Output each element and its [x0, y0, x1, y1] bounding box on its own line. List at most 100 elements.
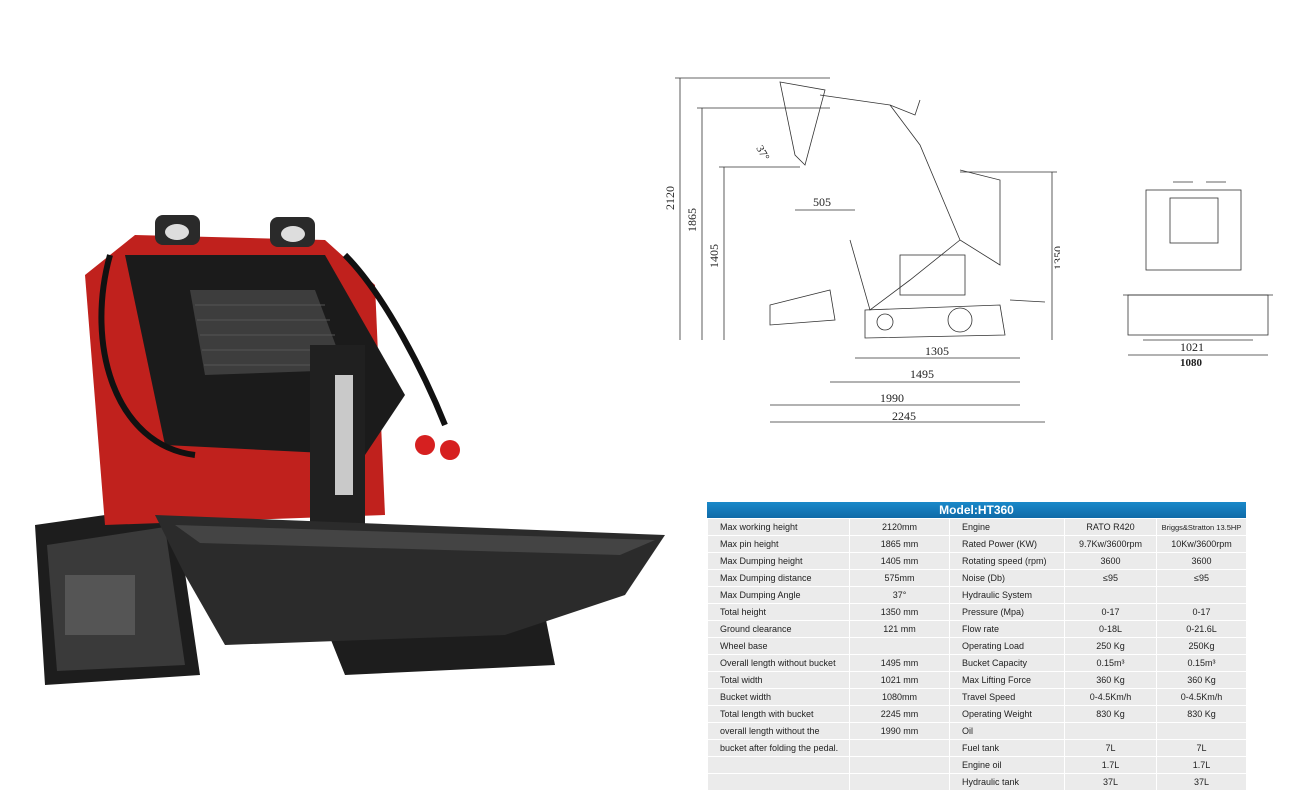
left-label-cell: bucket after folding the pedal. [707, 739, 850, 757]
left-label-cell: Max Dumping Angle [707, 586, 850, 604]
right-value-1-cell: 3600 [1064, 552, 1157, 570]
left-label-cell: overall length without the [707, 722, 850, 740]
right-value-2-cell: 1.7L [1156, 756, 1247, 774]
right-label-cell: Rated Power (KW) [949, 535, 1065, 553]
dim-1495: 1495 [910, 367, 934, 381]
right-value-1-cell [1064, 722, 1157, 740]
left-label-cell: Wheel base [707, 637, 850, 655]
left-value-cell: 2120mm [849, 518, 950, 536]
left-label-cell: Ground clearance [707, 620, 850, 638]
dim-1405: 1405 [707, 244, 721, 268]
dim-1990: 1990 [880, 391, 904, 405]
front-dim-1021: 1021 [1180, 340, 1204, 354]
right-value-1-cell: ≤95 [1064, 569, 1157, 587]
front-dimension-drawing: 1021 1080 [1123, 181, 1273, 369]
left-value-cell: 1495 mm [849, 654, 950, 672]
left-value-cell [849, 739, 950, 757]
left-label-cell: Total length with bucket [707, 705, 850, 723]
right-value-2-cell [1156, 586, 1247, 604]
right-value-1-cell: 250 Kg [1064, 637, 1157, 655]
right-label-cell: Hydraulic tank [949, 773, 1065, 791]
side-dimension-drawing: 2120 1865 1405 505 1350 1305 1495 1990 2… [663, 77, 1060, 423]
right-label-cell: Hydraulic System [949, 586, 1065, 604]
left-value-cell: 1865 mm [849, 535, 950, 553]
spec-title: Model:HT360 [707, 502, 1246, 518]
left-label-cell [707, 756, 850, 774]
left-label-cell: Max Dumping distance [707, 569, 850, 587]
left-value-cell: 1080mm [849, 688, 950, 706]
right-value-2-cell: 0.15m³ [1156, 654, 1247, 672]
dim-2120: 2120 [663, 186, 677, 210]
right-label-cell: Operating Weight [949, 705, 1065, 723]
right-label-cell: Travel Speed [949, 688, 1065, 706]
left-value-cell: 2245 mm [849, 705, 950, 723]
left-label-cell: Max working height [707, 518, 850, 536]
right-label-cell: Fuel tank [949, 739, 1065, 757]
right-value-1-cell: 0-17 [1064, 603, 1157, 621]
right-value-1-cell: RATO R420 [1064, 518, 1157, 536]
left-value-cell [849, 773, 950, 791]
left-label-cell: Total width [707, 671, 850, 689]
right-label-cell: Max Lifting Force [949, 671, 1065, 689]
right-value-1-cell: 0-18L [1064, 620, 1157, 638]
right-value-2-cell: Briggs&Stratton 13.5HP [1156, 518, 1247, 536]
right-value-2-cell: 10Kw/3600rpm [1156, 535, 1247, 553]
right-label-cell: Noise (Db) [949, 569, 1065, 587]
dim-1305: 1305 [925, 344, 949, 358]
right-value-1-cell: 830 Kg [1064, 705, 1157, 723]
right-value-2-cell [1156, 722, 1247, 740]
left-value-cell: 575mm [849, 569, 950, 587]
left-value-cell: 1350 mm [849, 603, 950, 621]
table-row: bucket after folding the pedal. Fuel tank… [707, 739, 1247, 757]
left-value-cell: 1405 mm [849, 552, 950, 570]
dim-505: 505 [813, 195, 831, 209]
right-label-cell: Operating Load [949, 637, 1065, 655]
left-value-cell: 121 mm [849, 620, 950, 638]
right-value-1-cell: 360 Kg [1064, 671, 1157, 689]
right-value-1-cell: 0.15m³ [1064, 654, 1157, 672]
right-value-2-cell: 0-17 [1156, 603, 1247, 621]
right-label-cell: Engine oil [949, 756, 1065, 774]
left-value-cell: 1990 mm [849, 722, 950, 740]
right-label-cell: Flow rate [949, 620, 1065, 638]
product-photo [35, 215, 665, 685]
right-label-cell: Pressure (Mpa) [949, 603, 1065, 621]
right-label-cell: Rotating speed (rpm) [949, 552, 1065, 570]
dim-2245: 2245 [892, 409, 916, 423]
dim-37-degree: 37° [753, 144, 771, 163]
left-label-cell [707, 773, 850, 791]
left-label-cell: Total height [707, 603, 850, 621]
dim-1350: 1350 [1051, 246, 1060, 270]
left-value-cell [849, 637, 950, 655]
right-value-2-cell: 830 Kg [1156, 705, 1247, 723]
left-label-cell: Bucket width [707, 688, 850, 706]
right-label-cell: Oil [949, 722, 1065, 740]
left-value-cell [849, 756, 950, 774]
right-value-1-cell [1064, 586, 1157, 604]
left-label-cell: Max Dumping height [707, 552, 850, 570]
right-value-2-cell: 0-21.6L [1156, 620, 1247, 638]
right-label-cell: Bucket Capacity [949, 654, 1065, 672]
right-value-1-cell: 37L [1064, 773, 1157, 791]
right-value-2-cell: 0-4.5Km/h [1156, 688, 1247, 706]
right-value-1-cell: 7L [1064, 739, 1157, 757]
right-value-2-cell: 250Kg [1156, 637, 1247, 655]
right-value-2-cell: 7L [1156, 739, 1247, 757]
right-value-1-cell: 0-4.5Km/h [1064, 688, 1157, 706]
